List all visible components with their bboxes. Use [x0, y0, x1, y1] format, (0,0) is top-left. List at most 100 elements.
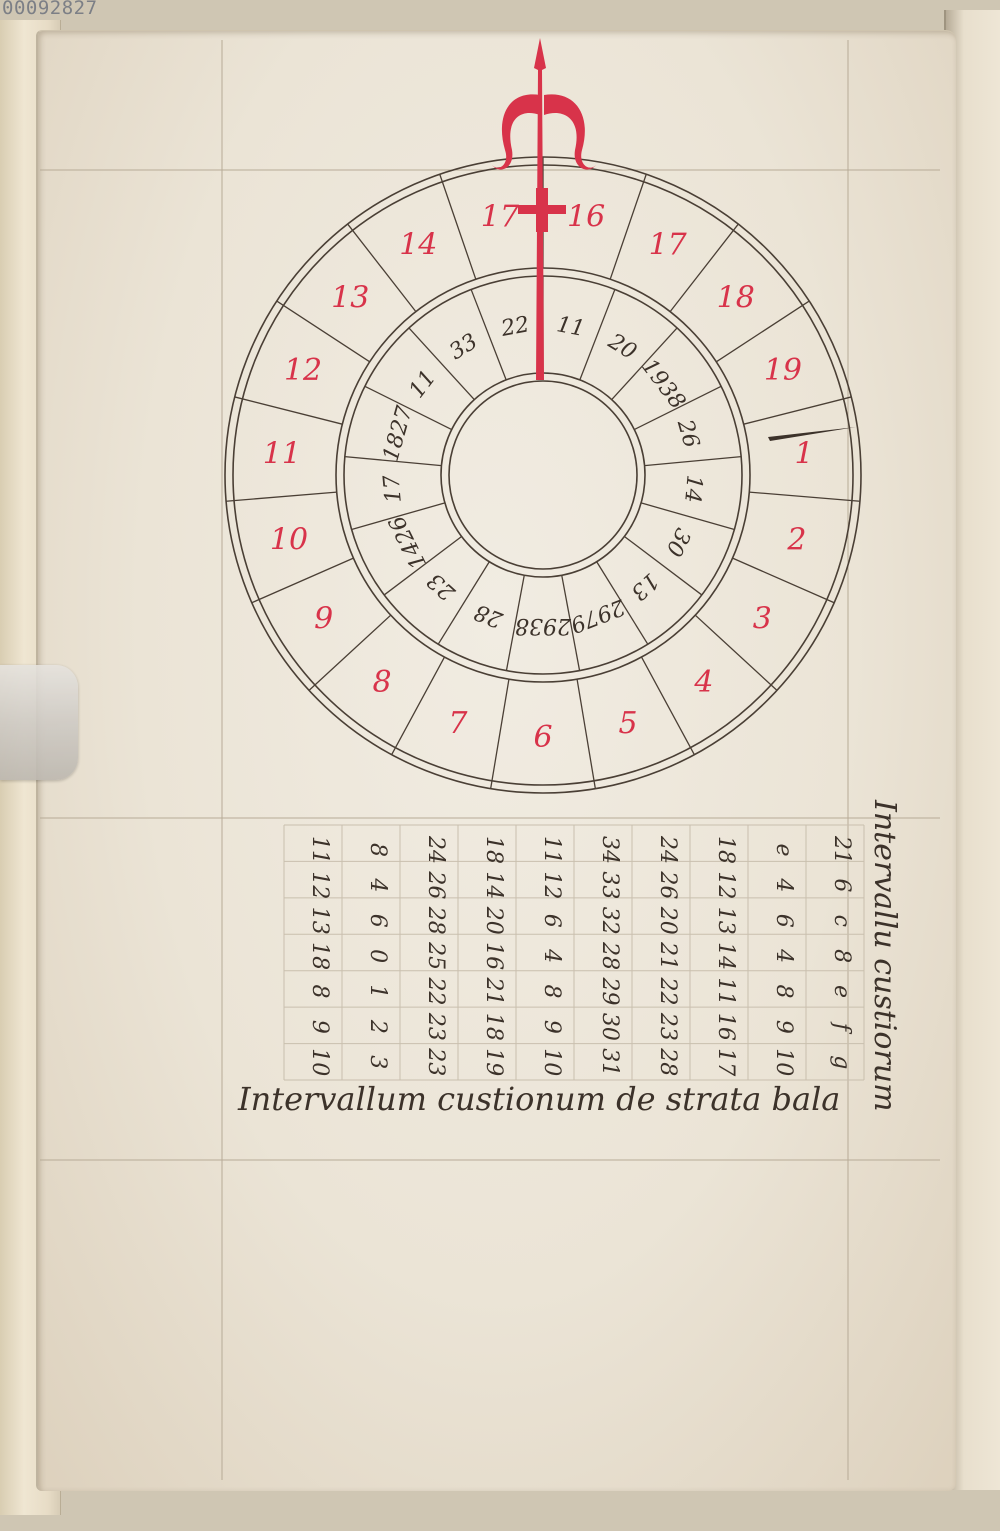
- table-cell: 20: [655, 906, 680, 935]
- outer-ring-number: 5: [619, 706, 638, 741]
- table-cell: 4: [539, 948, 564, 963]
- page-clip: [0, 665, 78, 780]
- table-cell: 14: [481, 871, 506, 899]
- table-cell: 21: [829, 835, 854, 864]
- table-cell: 11: [539, 836, 564, 864]
- table-cell: 10: [539, 1048, 564, 1076]
- inner-ring-number: 1426: [385, 511, 432, 572]
- table-cell: 31: [597, 1048, 622, 1076]
- table-cell: 16: [713, 1013, 738, 1041]
- table-cell: 3: [365, 1055, 390, 1069]
- outer-ring-number: 6: [533, 720, 552, 755]
- outer-ring-number: 3: [753, 601, 772, 636]
- inner-ring-number: 17: [379, 474, 406, 504]
- outer-ring-number: 11: [263, 436, 301, 471]
- table-cell: 29: [597, 977, 622, 1006]
- table-cell: 9: [771, 1020, 796, 1034]
- table-cell: 32: [597, 907, 622, 935]
- table-cell: 8: [539, 985, 564, 999]
- page-rulings: [40, 40, 940, 1480]
- outer-ring-number: 17: [481, 200, 520, 235]
- inner-ring-number: 22: [498, 312, 531, 342]
- table-cell: c: [829, 915, 854, 927]
- outer-ring-number: 10: [270, 522, 308, 557]
- table-cell: 1: [365, 985, 390, 999]
- table-grid: [283, 824, 865, 1081]
- table-cell: 18: [713, 836, 738, 864]
- inner-ring-number: 11: [404, 366, 441, 403]
- sheet-id: 00092827: [2, 0, 98, 19]
- inner-ring-number: 13: [626, 568, 664, 605]
- table-cell: e: [829, 985, 854, 998]
- table-cell: e: [771, 843, 796, 856]
- inner-ring-number: 26: [672, 416, 704, 451]
- table-cell: f: [829, 1021, 854, 1035]
- table-cell: 22: [423, 977, 448, 1006]
- table-cell: 21: [655, 941, 680, 970]
- outer-ring-number: 4: [693, 665, 713, 700]
- table-cell: 9: [539, 1020, 564, 1034]
- table-cell: 33: [597, 871, 622, 899]
- outer-ring-number: 13: [331, 281, 369, 316]
- table-cell: 26: [423, 870, 448, 899]
- red-pointer: [492, 38, 596, 380]
- outer-ring-number: 8: [373, 665, 392, 700]
- outer-ring-number: 12: [284, 353, 322, 388]
- table-cell: 23: [423, 1012, 448, 1041]
- table-cell: 13: [307, 907, 332, 935]
- table-cell: 19: [481, 1048, 506, 1076]
- table-cell: 4: [365, 877, 390, 892]
- table-cell: 6: [365, 914, 390, 928]
- table-cell: 6: [771, 914, 796, 928]
- table-cell: 23: [423, 1047, 448, 1076]
- inner-ring-number: 28: [471, 599, 507, 633]
- inner-ring-number: 1827: [379, 403, 418, 464]
- table-cell: 18: [481, 1013, 506, 1041]
- table-cell: 0: [365, 949, 390, 963]
- table-cell: 6: [539, 914, 564, 928]
- table-cell: 28: [597, 941, 622, 970]
- inner-ring-number: 14: [679, 474, 706, 504]
- side-heading: Intervallu custiorum: [867, 799, 902, 1112]
- table-cell: 23: [655, 1012, 680, 1041]
- inner-ring-number: 2938: [515, 613, 572, 638]
- outer-ring-number: 7: [448, 706, 468, 741]
- inner-ring-number: 23: [423, 568, 461, 606]
- table-cell: 4: [771, 877, 796, 892]
- table-cell: 14: [713, 942, 738, 970]
- table-cell: 8: [307, 985, 332, 999]
- outer-ring-number: 17: [649, 228, 688, 263]
- table-cell: 34: [597, 836, 622, 864]
- table-cell: 28: [423, 906, 448, 935]
- inner-ring-number: 2979: [567, 593, 629, 637]
- inner-ring-number: 11: [555, 312, 587, 342]
- table-heading: Intervallum custionum de strata bala: [237, 1080, 840, 1118]
- outer-ring-number: 9: [314, 601, 333, 636]
- table-cell: 10: [307, 1048, 332, 1076]
- table-cell: 26: [655, 870, 680, 899]
- outer-ring-number: 16: [567, 200, 605, 235]
- inner-ring-number: 20: [603, 329, 641, 366]
- table-cell: 4: [771, 948, 796, 963]
- table-cell: 12: [713, 871, 738, 899]
- table-cell: 17: [713, 1048, 738, 1076]
- table-cell: 6: [829, 878, 854, 892]
- outer-ring-number: 14: [399, 228, 437, 263]
- table-cell: 24: [423, 835, 448, 864]
- table-cell: 2: [365, 1019, 390, 1034]
- table-cell: 11: [713, 978, 738, 1006]
- table-cell: 18: [307, 942, 332, 970]
- table-cell: 25: [423, 941, 448, 970]
- table-cell: 8: [771, 985, 796, 999]
- table-cell: 12: [539, 871, 564, 899]
- table-cell: 30: [597, 1013, 622, 1041]
- outer-ring-number: 2: [786, 522, 806, 557]
- outer-ring-number: 1: [795, 436, 814, 471]
- ink-marker: [768, 427, 856, 441]
- table-cell: 18: [481, 836, 506, 864]
- table-cell: 8: [365, 843, 390, 857]
- table-cell: 9: [307, 1020, 332, 1034]
- table-cell: 10: [771, 1048, 796, 1076]
